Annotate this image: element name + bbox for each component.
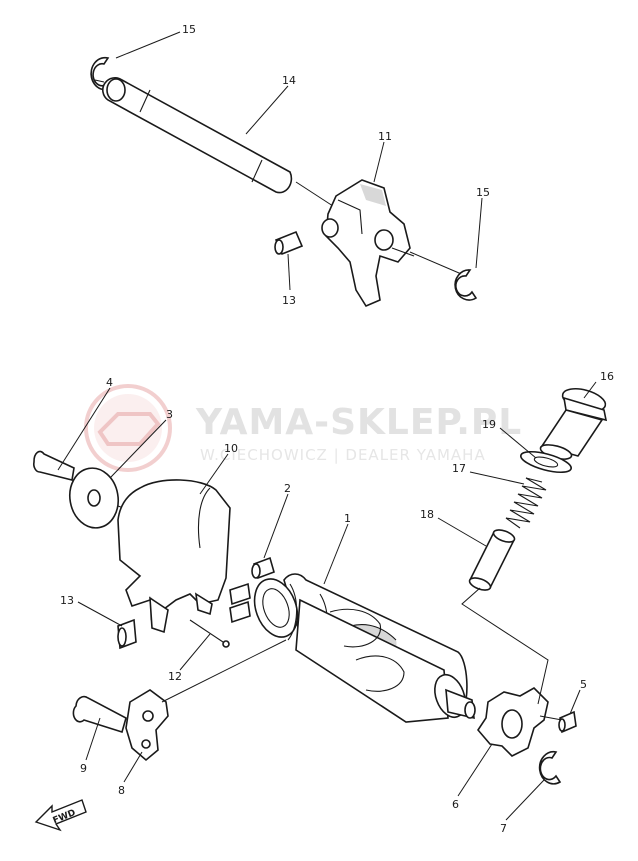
part-13-pin-lower [117,618,137,650]
callout-10: 10 [224,442,238,455]
callout-2: 2 [284,482,291,495]
watermark-logo [84,384,172,472]
part-14-shift-shaft [102,77,337,209]
part-5-pin [558,710,577,734]
watermark-dealer: W.CIECHOWICZ | DEALER YAMAHA [200,446,486,464]
drum-pins [229,582,251,624]
callout-11: 11 [378,130,392,143]
callout-15-lower: 15 [476,186,490,199]
callout-labels: 15 14 11 15 13 16 4 3 19 10 17 2 1 18 13… [60,23,614,835]
callout-18: 18 [420,508,434,521]
part-19-washer [520,450,572,474]
callout-17: 17 [452,462,466,475]
part-1-shift-drum [253,573,476,723]
callout-3: 3 [166,408,173,421]
callout-16: 16 [600,370,614,383]
leader-lines [57,31,597,821]
callout-8: 8 [118,784,125,797]
part-8-stopper-lever [125,689,169,762]
callout-12: 12 [168,670,182,683]
part-10-segment [117,479,231,634]
watermark: YAMA-SKLEP.PL W.CIECHOWICZ | DEALER YAMA… [84,384,522,472]
callout-19: 19 [482,418,496,431]
callout-15-upper: 15 [182,23,196,36]
callout-13-upper: 13 [282,294,296,307]
watermark-brand: YAMA-SKLEP.PL [195,402,522,443]
callout-5: 5 [580,678,587,691]
part-13-pin-upper [274,230,304,256]
callout-6: 6 [452,798,459,811]
callout-14: 14 [282,74,296,87]
part-12-cotter-pin [189,619,230,648]
assembly-line-1-8 [161,639,287,703]
part-7-circlip [538,750,562,785]
callout-13-lower: 13 [60,594,74,607]
callout-7: 7 [500,822,507,835]
part-9-bolt [72,695,127,734]
fwd-arrow: FWD [34,799,87,832]
part-16-plug [539,387,608,460]
part-11-shift-fork [321,179,467,308]
part-17-spring [505,477,547,529]
part-4-screw [33,450,75,481]
callout-1: 1 [344,512,351,525]
callout-4: 4 [106,376,113,389]
part-15-circlip-lower [454,269,478,301]
part-18-plunger [468,529,516,591]
part-6-star-plate [476,687,563,757]
part-2-pin [251,556,275,580]
callout-9: 9 [80,762,87,775]
assembly-line-18-6 [461,587,549,705]
